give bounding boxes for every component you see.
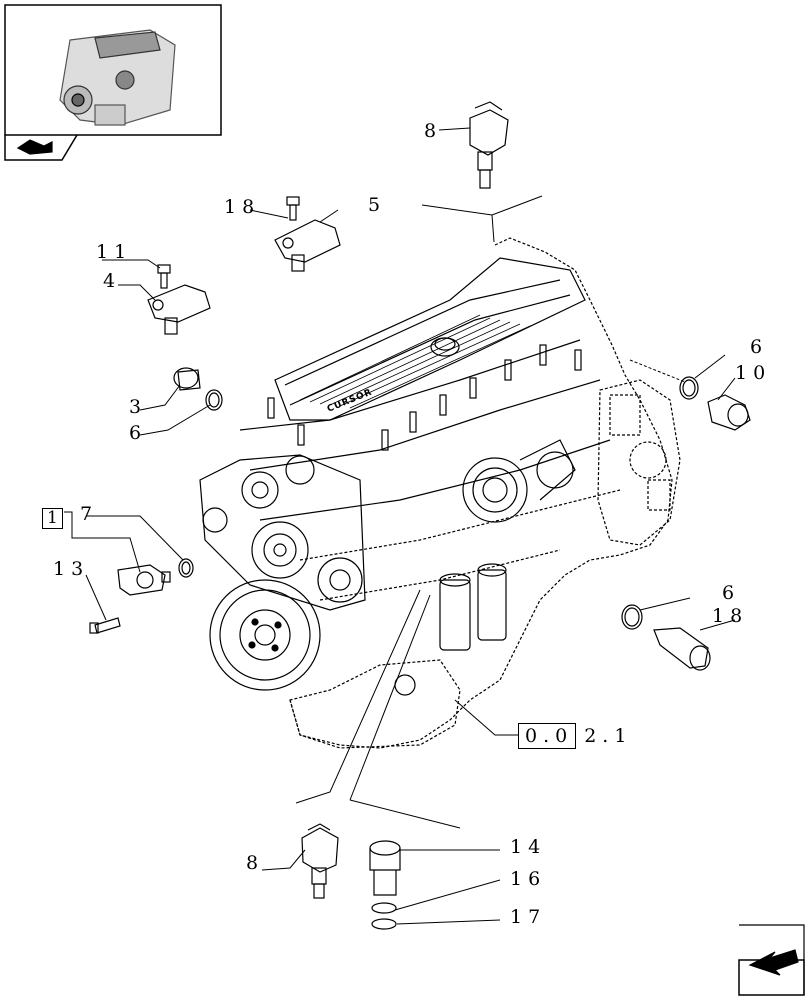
part-13-bolt xyxy=(89,617,121,634)
part-5-sensor xyxy=(274,219,341,272)
callout-7: 7 xyxy=(80,503,99,525)
part-11-bolt xyxy=(157,264,171,289)
part-17-ring xyxy=(371,918,397,930)
part-10-sensor xyxy=(707,394,751,431)
callout-6-right-mid: 6 xyxy=(722,582,741,604)
callout-18-top: 18 xyxy=(224,196,261,218)
part-6-washer-right-mid xyxy=(621,604,643,630)
callout-13: 13 xyxy=(53,558,90,580)
callout-4: 4 xyxy=(103,270,122,292)
callout-6-left: 6 xyxy=(129,422,148,444)
part-14-plug xyxy=(369,840,401,896)
next-page-arrow-icon xyxy=(738,924,805,996)
leader-lines xyxy=(64,127,736,925)
callout-5: 5 xyxy=(368,194,387,216)
part-13-sensor xyxy=(117,564,171,596)
group-box-1: 1 xyxy=(42,508,63,529)
part-4-sensor xyxy=(147,284,211,335)
part-6-washer-right-top xyxy=(679,376,699,400)
callout-18-right: 18 xyxy=(712,605,749,627)
part-18-bolt-top xyxy=(286,196,300,221)
reference-label: 0.0 2.1 xyxy=(518,723,633,749)
part-8-bottom-sensor xyxy=(301,823,339,899)
callout-8-bottom: 8 xyxy=(246,852,265,874)
engine-block xyxy=(199,237,681,749)
part-8-top-sensor xyxy=(469,101,509,189)
part-6-washer-left xyxy=(205,389,223,411)
callout-10: 10 xyxy=(735,362,772,384)
callout-11: 11 xyxy=(96,241,133,263)
part-3-plug xyxy=(173,367,201,391)
part-16-ring xyxy=(371,902,397,914)
callout-17: 17 xyxy=(510,906,547,928)
engine-thumbnail xyxy=(4,4,222,136)
callout-6-right-top: 6 xyxy=(750,336,769,358)
callout-3: 3 xyxy=(129,396,148,418)
callout-8-top: 8 xyxy=(424,120,443,142)
reference-boxed: 0.0 xyxy=(518,723,577,749)
reference-tail: 2.1 xyxy=(584,725,633,747)
part-7-washer xyxy=(178,558,194,578)
part-18-sensor-right xyxy=(653,627,711,671)
callout-16: 16 xyxy=(510,868,547,890)
section-icon xyxy=(4,134,78,161)
callout-14: 14 xyxy=(510,836,547,858)
